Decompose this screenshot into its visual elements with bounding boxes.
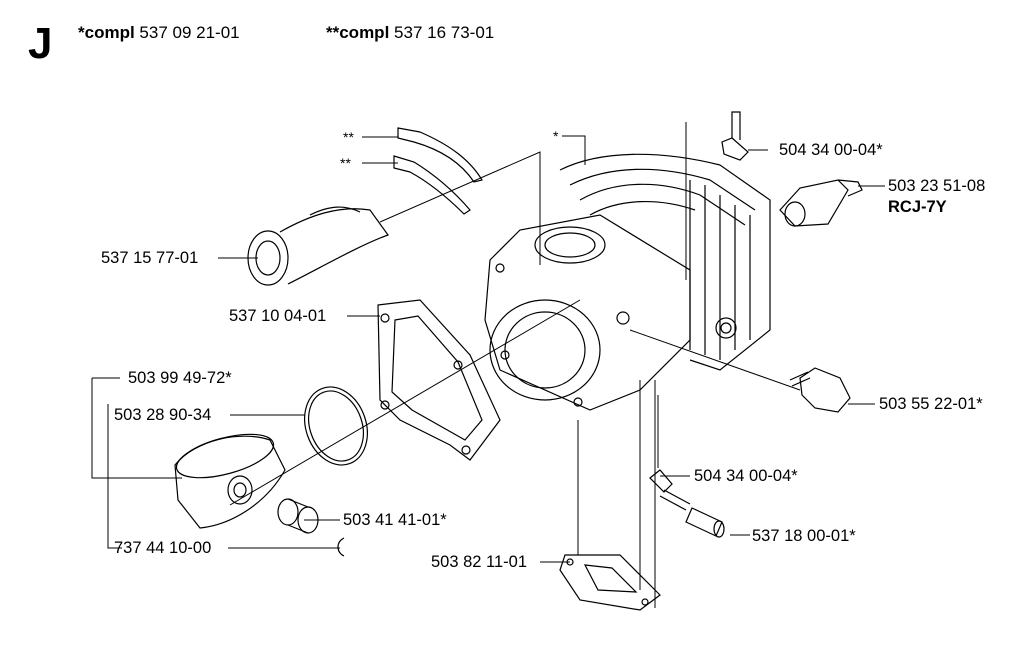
intake-manifold <box>247 206 389 286</box>
cylinder-body <box>484 153 771 411</box>
label-fitting-top: 504 34 00-04* <box>779 141 883 159</box>
label-fitting-bottom: 504 34 00-04* <box>694 467 798 485</box>
piston <box>174 433 286 529</box>
hose-part <box>685 507 725 538</box>
marker-double-star-2: ** <box>340 155 351 171</box>
leader-lines <box>91 122 885 608</box>
label-intake: 537 15 77-01 <box>101 249 199 267</box>
label-base-gasket: 503 82 11-01 <box>431 553 528 571</box>
circlip <box>337 537 345 557</box>
compl-kit-1-number: 537 09 21-01 <box>139 23 240 42</box>
label-hose: 537 18 00-01* <box>752 527 856 545</box>
label-bearing: 503 41 41-01* <box>343 511 447 529</box>
label-piston-kit: 503 99 49-72* <box>128 369 232 387</box>
piston-ring <box>304 386 368 466</box>
label-circlip: 737 44 10-00 <box>114 539 212 557</box>
label-gasket: 537 10 04-01 <box>229 307 327 325</box>
label-bolt: 503 55 22-01* <box>879 395 983 413</box>
gasket-part <box>377 299 501 461</box>
compl-kit-1-prefix: *compl <box>78 23 135 42</box>
needle-bearing <box>277 498 319 534</box>
label-spark-plug-type: RCJ-7Y <box>888 198 947 216</box>
clip-upper <box>397 127 483 183</box>
label-ring: 503 28 90-34 <box>114 406 212 424</box>
section-letter: J <box>28 19 53 68</box>
marker-single-star: * <box>553 128 559 144</box>
fitting-top <box>721 111 749 161</box>
compl-kit-2: **compl 537 16 73-01 <box>326 23 494 43</box>
label-spark-plug: 503 23 51-08 <box>888 177 986 195</box>
marker-double-star-1: ** <box>343 129 354 145</box>
base-gasket <box>559 554 661 611</box>
bolt <box>789 367 851 413</box>
compl-kit-1: *compl 537 09 21-01 <box>78 23 240 43</box>
clip-lower <box>393 155 471 215</box>
fitting-bottom <box>649 469 691 511</box>
spark-plug <box>779 179 863 227</box>
compl-kit-2-number: 537 16 73-01 <box>394 23 495 42</box>
compl-kit-2-prefix: **compl <box>326 23 390 42</box>
